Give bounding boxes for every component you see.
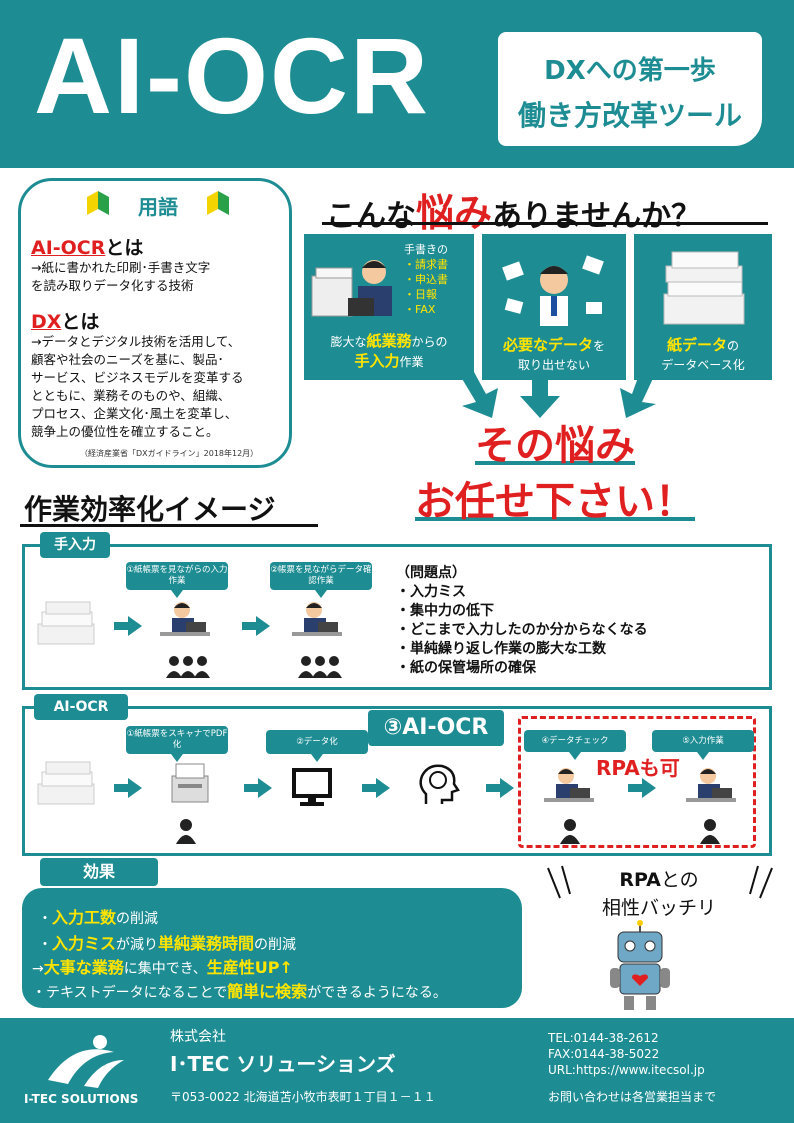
company-name: I･TEC ソリューションズ	[170, 1052, 396, 1076]
ai-step1-label: ①紙帳票をスキャナでPDF化	[126, 726, 228, 762]
effects-tab: 効果	[40, 858, 158, 886]
worker-at-desk-icon	[160, 602, 210, 636]
ai-ocr-tab: AI-OCR	[34, 694, 128, 720]
worker-at-desk-icon	[544, 768, 594, 802]
ai-step3-label: ③AI-OCR	[368, 710, 504, 746]
divider	[20, 524, 318, 527]
arrow-right-icon	[486, 778, 516, 798]
paper-stack-icon	[663, 251, 745, 325]
worry-3-text: 紙データの データベース化	[661, 336, 745, 372]
worry-box-data: 必要なデータを 取り出せない	[482, 234, 626, 380]
banner-line2: 働き方改革ツール	[517, 99, 742, 132]
ai-step2-label: ②データ化	[266, 730, 368, 762]
worker-at-desk-icon	[686, 768, 736, 802]
glossary-source-note: （経済産業省「DXガイドライン」2018年12月）	[80, 449, 259, 458]
ai-step4-label: ④データチェック	[524, 730, 626, 760]
worker-at-desk-icon	[292, 602, 342, 636]
manual-step1-label: ①紙帳票を見ながらの入力作業	[126, 562, 228, 598]
paper-stack-icon	[37, 601, 95, 645]
manual-tab: 手入力	[40, 532, 110, 558]
arrow-right-icon	[628, 778, 658, 798]
effect-3: →大事な業務に集中でき、生産性UP↑	[32, 958, 293, 977]
company-prefix: 株式会社	[170, 1029, 226, 1045]
overworked-worker-icon	[311, 260, 392, 317]
effects-box: ・入力工数の削減 ・入力ミスが減り単純業務時間の削減 →大事な業務に集中でき、生…	[22, 888, 522, 1008]
problems-list: （問題点） ・入力ミス ・集中力の低下 ・どこまで入力したのか分からなくなる ・…	[396, 565, 648, 676]
rpa-possible-label: RPAも可	[596, 756, 680, 780]
arrow-right-icon	[114, 778, 144, 798]
ai-ocr-definition: →紙に書かれた印刷･手書き文字を読み取りデータ化する技術	[31, 260, 211, 293]
beginner-mark-icon	[207, 191, 229, 215]
term-dx: DXとは	[31, 311, 100, 333]
beginner-mark-icon	[87, 191, 109, 215]
ai-step5-label: ⑤入力作業	[652, 730, 754, 760]
robot-icon	[610, 920, 670, 1010]
people-group-icon	[298, 656, 342, 678]
glossary-box: 用語 AI-OCRとは →紙に書かれた印刷･手書き文字を読み取りデータ化する技術…	[18, 178, 292, 468]
worries-heading: こんな悩みありませんか？	[326, 191, 702, 235]
worry-1-text: 膨大な紙業務からの 手入力作業	[330, 332, 448, 370]
arrow-right-icon	[244, 778, 274, 798]
effect-2: ・入力ミスが減り単純業務時間の削減	[38, 934, 297, 953]
worry-2-text: 必要なデータを 取り出せない	[502, 336, 606, 372]
manual-step2-label: ②帳票を見ながらデータ確認作業	[270, 562, 372, 598]
arrow-right-icon	[362, 778, 392, 798]
subtitle-banner: DXへの第一歩 働き方改革ツール	[496, 30, 764, 148]
emphasis-lines-icon	[547, 865, 773, 899]
effect-4: ・テキストデータになることで簡単に検索ができるようになる。	[32, 982, 447, 1001]
solution-message: その悩み お任せ下さい！	[415, 423, 695, 525]
worry-box-paperwork: 手書きの ・請求書 ・申込書 ・日報 ・FAX 膨大な紙業務からの 手入力作業	[304, 234, 474, 380]
contact-info: TEL:0144-38-2612 FAX:0144-38-5022 URL:ht…	[548, 1031, 705, 1077]
rpa-compatibility-text: RPAとの 相性バッチリ	[601, 869, 716, 919]
divider	[322, 222, 768, 225]
person-icon	[700, 819, 720, 844]
logo-text: I-TEC SOLUTIONS	[24, 1092, 139, 1106]
person-icon	[560, 819, 580, 844]
person-icon	[176, 819, 196, 844]
banner-line1: DXへの第一歩	[544, 56, 716, 86]
monitor-icon	[292, 768, 332, 806]
effect-1: ・入力工数の削減	[38, 908, 159, 927]
worry-box-database: 紙データの データベース化	[634, 234, 772, 380]
glossary-heading: 用語	[138, 195, 178, 219]
page-title: AI-OCR	[34, 15, 430, 136]
frustrated-worker-icon	[502, 255, 604, 326]
efficiency-heading: 作業効率化イメージ	[24, 493, 276, 526]
arrow-right-icon	[114, 616, 144, 636]
scanner-icon	[171, 763, 209, 803]
footer: I-TEC SOLUTIONS 株式会社 I･TEC ソリューションズ 〒053…	[0, 1018, 794, 1123]
company-logo-icon	[48, 1035, 124, 1088]
dx-definition: →データとデジタル技術を活用して、顧客や社会のニーズを基に、製品･ サービス、ビ…	[31, 334, 244, 439]
people-group-icon	[166, 656, 210, 678]
paper-types: 手書きの ・請求書 ・申込書 ・日報 ・FAX	[404, 243, 448, 316]
contact-note: お問い合わせは各営業担当まで	[548, 1090, 717, 1104]
rpa-zone	[518, 716, 756, 848]
brain-head-icon	[419, 764, 460, 804]
arrow-right-icon	[242, 616, 272, 636]
term-ai-ocr: AI-OCRとは	[31, 237, 144, 259]
company-address: 〒053-0022 北海道苫小牧市表町１丁目１－１１	[170, 1090, 436, 1104]
arrows-down-icon	[458, 372, 656, 418]
paper-stack-icon	[37, 761, 95, 805]
